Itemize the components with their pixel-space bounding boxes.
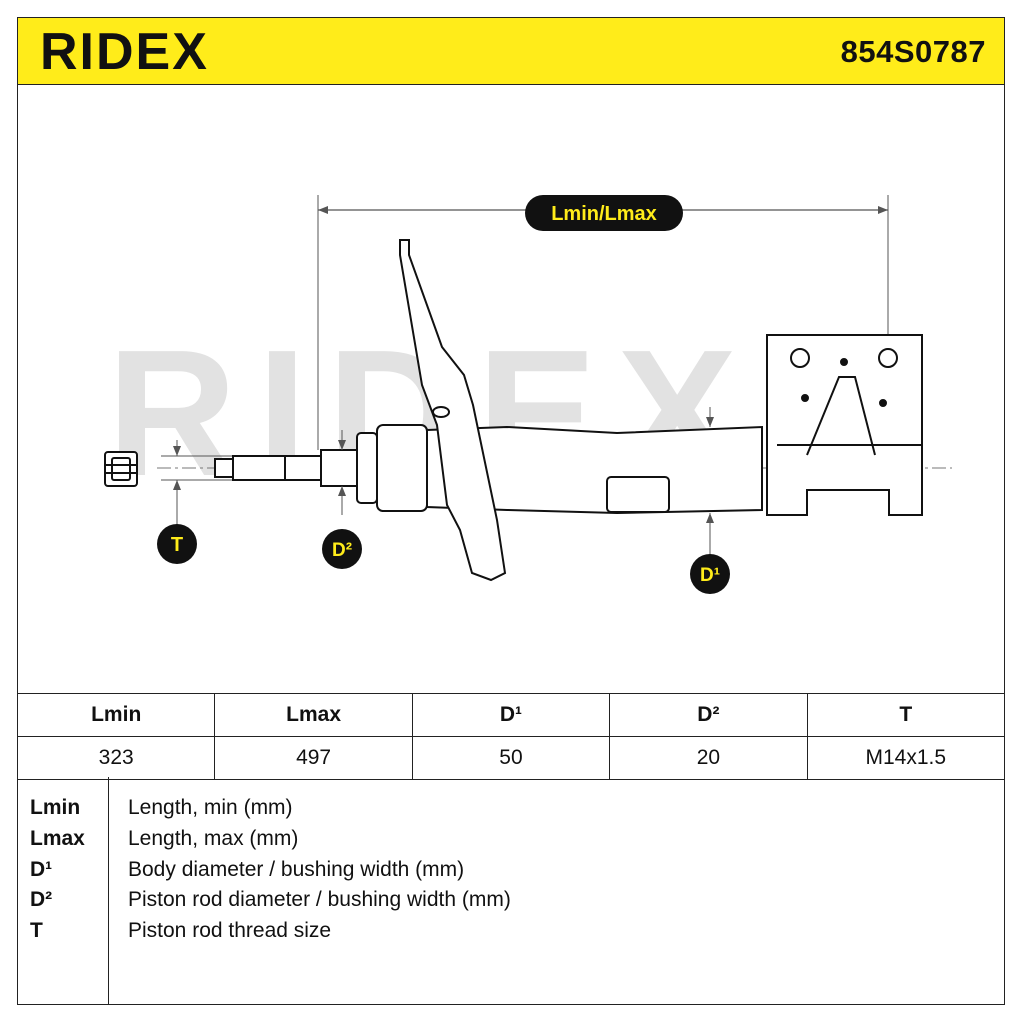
- header-lmax: Lmax: [214, 693, 413, 737]
- header-bar: RIDEX 854S0787: [17, 17, 1005, 85]
- thread-label-badge: T: [157, 524, 197, 564]
- legend-desc: Piston rod thread size: [128, 919, 332, 942]
- header-d2: D²: [609, 693, 808, 737]
- value-lmax: 497: [214, 736, 413, 780]
- legend-key: Lmin: [30, 796, 81, 819]
- legend-box: Lmin Length, min (mm) Lmax Length, max (…: [17, 777, 1005, 1005]
- length-label: Lmin/Lmax: [551, 203, 657, 225]
- body-diameter-label-badge: D¹: [690, 554, 730, 594]
- legend-desc: Length, max (mm): [128, 827, 299, 850]
- legend-key: Lmax: [30, 827, 85, 850]
- shock-body: [356, 424, 763, 515]
- spec-table: Lmin Lmax D¹ D² T 323 497 50 20 M14x1.5: [16, 693, 1006, 780]
- spec-value-row: 323 497 50 20 M14x1.5: [16, 736, 1006, 780]
- nut-icon: [104, 451, 138, 487]
- header-d1: D¹: [411, 693, 611, 737]
- value-d2: 20: [609, 736, 808, 780]
- value-lmin: 323: [16, 736, 216, 780]
- mounting-bracket: [766, 334, 923, 516]
- spring-seat: [399, 239, 507, 582]
- legend-item: Lmin Length, min (mm): [18, 792, 1004, 823]
- legend-desc: Length, min (mm): [128, 796, 293, 819]
- legend-desc: Body diameter / bushing width (mm): [128, 858, 465, 881]
- length-label-badge: Lmin/Lmax: [525, 195, 683, 231]
- piston-rod: [214, 449, 358, 487]
- spec-header-row: Lmin Lmax D¹ D² T: [16, 693, 1006, 737]
- legend-item: T Piston rod thread size: [18, 915, 1004, 946]
- legend-item: D¹ Body diameter / bushing width (mm): [18, 854, 1004, 885]
- brand-logo: RIDEX: [40, 23, 209, 81]
- header-lmin: Lmin: [16, 693, 216, 737]
- technical-drawing: RIDEX: [17, 85, 1005, 693]
- legend-desc: Piston rod diameter / bushing width (mm): [128, 888, 511, 911]
- header-t: T: [806, 693, 1006, 737]
- rod-diameter-label: D²: [332, 540, 352, 561]
- legend-key: D²: [30, 888, 53, 911]
- legend-key: D¹: [30, 858, 53, 881]
- value-d1: 50: [411, 736, 611, 780]
- legend-divider: [108, 777, 109, 1004]
- thread-label: T: [171, 534, 183, 556]
- legend-item: D² Piston rod diameter / bushing width (…: [18, 884, 1004, 915]
- shock-absorber-drawing: RIDEX: [104, 195, 952, 594]
- value-t: M14x1.5: [806, 736, 1006, 780]
- legend-item: Lmax Length, max (mm): [18, 823, 1004, 854]
- body-diameter-label: D¹: [700, 565, 720, 586]
- rod-diameter-label-badge: D²: [322, 529, 362, 569]
- part-number: 854S0787: [840, 34, 986, 69]
- legend-key: T: [30, 919, 43, 942]
